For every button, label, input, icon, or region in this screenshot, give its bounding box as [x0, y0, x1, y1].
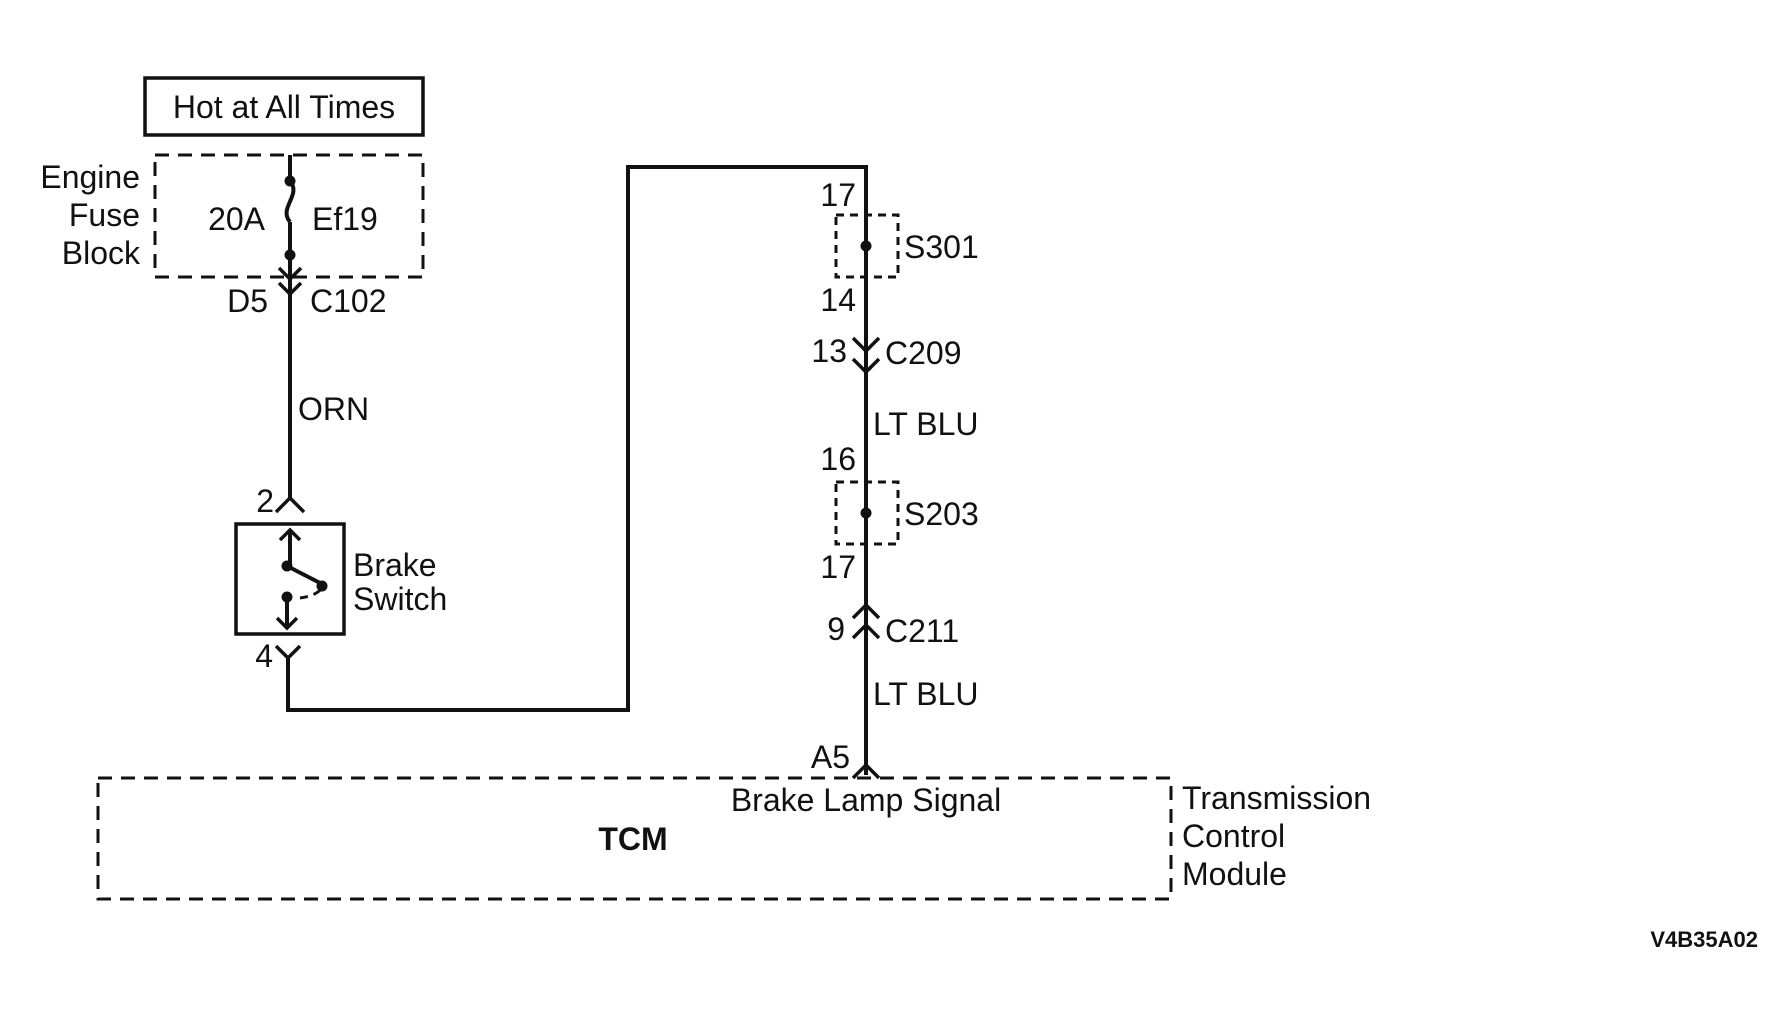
brake-switch-pin-out: 4 [255, 638, 273, 674]
connector-chevron-icon [274, 495, 306, 514]
brake-switch-label-line2: Switch [353, 581, 447, 617]
tcm-outline [96, 776, 1173, 901]
s301-pin-bottom: 14 [820, 282, 856, 318]
brake-switch: 2 Brake Switch 4 [234, 483, 447, 674]
tcm-label-line2: Control [1182, 818, 1285, 854]
wire-orn-label: ORN [298, 391, 369, 427]
s203-name: S203 [904, 496, 979, 532]
brake-switch-box [234, 522, 346, 636]
tcm-module: Brake Lamp Signal TCM Transmission Contr… [96, 776, 1371, 901]
connector-chevron-icon [851, 336, 881, 354]
fuse-block-label-line2: Fuse [69, 197, 140, 233]
fuse-rating: 20A [208, 201, 266, 237]
switch-icon [275, 527, 328, 631]
tcm-label-line1: Transmission [1182, 780, 1371, 816]
brake-switch-label-line1: Brake [353, 547, 437, 583]
s203-pin-bottom: 17 [820, 549, 856, 585]
tcm-abbrev: TCM [598, 821, 667, 857]
power-source-box [143, 76, 425, 137]
c211-name: C211 [885, 613, 959, 649]
wire-brake-switch-output [286, 165, 868, 712]
wire-lt-blu-label-1: LT BLU [873, 406, 979, 442]
connector-c102: D5 C102 [227, 266, 387, 319]
connector-chevron-icon [851, 762, 881, 780]
figure-reference: V4B35A02 [1650, 927, 1758, 952]
fuse-block-label-line1: Engine [40, 159, 140, 195]
brake-switch-pin-in: 2 [256, 483, 274, 519]
c209-name: C209 [885, 335, 962, 371]
tcm-label-line3: Module [1182, 856, 1287, 892]
connector-c211: 9 C211 [827, 602, 959, 649]
connector-chevron-icon [274, 644, 302, 661]
engine-fuse-block: Engine Fuse Block 20A Ef19 [40, 153, 425, 279]
connector-chevron-icon [851, 357, 881, 375]
c102-name: C102 [310, 283, 387, 319]
s301-name: S301 [904, 229, 979, 265]
tcm-signal-label: Brake Lamp Signal [731, 782, 1001, 818]
connector-chevron-icon [851, 602, 881, 620]
power-source-label: Hot at All Times [173, 89, 395, 125]
c211-pin: 9 [827, 611, 845, 647]
tcm-pin-a5: A5 [811, 739, 881, 780]
wire-lt-blu-label-2: LT BLU [873, 676, 979, 712]
fuse-icon [284, 155, 296, 261]
s203-pin-top: 16 [820, 441, 856, 477]
fuse-id: Ef19 [312, 201, 378, 237]
splice-s203: 16 S203 17 [820, 441, 978, 585]
s301-pin-top: 17 [820, 177, 856, 213]
c102-pin: D5 [227, 283, 268, 319]
connector-c209: 13 C209 [811, 333, 962, 375]
connector-chevron-icon [851, 622, 881, 640]
power-source: Hot at All Times [143, 76, 425, 137]
fuse-block-outline [153, 153, 425, 279]
fuse-block-label-line3: Block [62, 235, 141, 271]
c209-pin: 13 [811, 333, 847, 369]
splice-s301: 17 S301 14 [820, 177, 978, 318]
tcm-pin: A5 [811, 739, 850, 775]
